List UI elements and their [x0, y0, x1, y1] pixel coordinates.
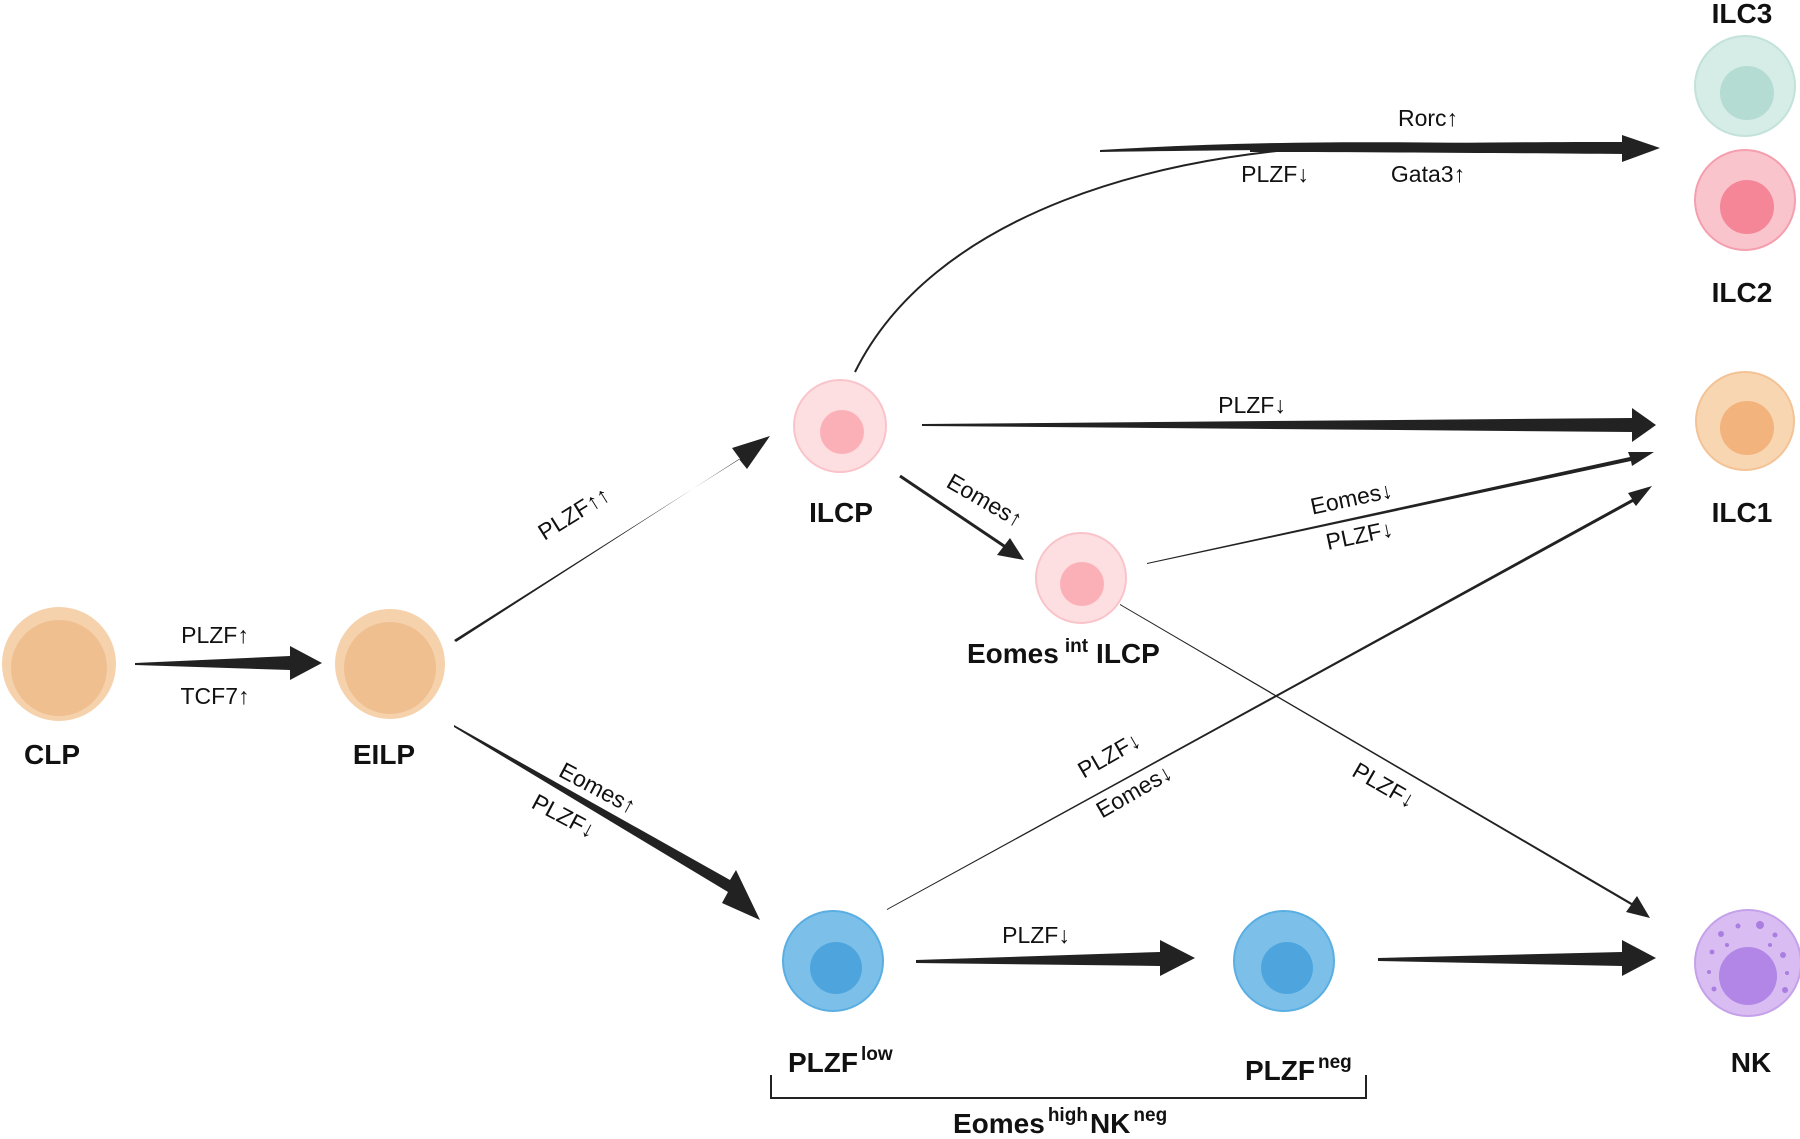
- label-eomes-int-tail: ILCP: [1096, 638, 1160, 669]
- edge-label-ilcp-ilc23-top: Rorc↑: [1398, 105, 1458, 131]
- group-label-mid: NK: [1090, 1108, 1130, 1139]
- cell-plzf-low: [782, 910, 884, 1012]
- cell-ilcp: [793, 379, 887, 473]
- cell-plzf-neg: [1233, 910, 1335, 1012]
- arrow-ilcp-ilc23: [854, 135, 1660, 373]
- label-plzf-neg-sup: neg: [1318, 1052, 1352, 1073]
- arrow-plzfneg-nk: [1378, 940, 1656, 976]
- arrow-eomesint-ilc1: [1147, 452, 1654, 564]
- arrow-clp-eilp: [135, 646, 322, 680]
- cell-eilp: [335, 609, 445, 719]
- edge-label-clp-eilp-top: PLZF↑: [181, 622, 249, 648]
- edge-label-eomesint-nk: PLZF↓: [1348, 757, 1420, 813]
- group-bracket: [770, 1075, 1367, 1099]
- cell-clp: [2, 607, 116, 721]
- label-nk: NK: [1731, 1047, 1771, 1078]
- cell-ilc1: [1695, 371, 1795, 471]
- label-ilcp: ILCP: [809, 497, 873, 528]
- edge-label-ilcp-eomesint: Eomes↑: [943, 468, 1028, 532]
- cell-ilc3: [1694, 35, 1796, 137]
- label-ilc1: ILC1: [1712, 497, 1773, 528]
- cell-eomes-int-ilcp: [1035, 532, 1127, 624]
- label-ilc2: ILC2: [1712, 277, 1773, 308]
- label-plzf-low-sup: low: [861, 1044, 893, 1065]
- label-plzf-neg-main: PLZF: [1245, 1055, 1315, 1086]
- group-label-sup1: high: [1048, 1105, 1088, 1126]
- label-eilp: EILP: [353, 739, 415, 770]
- arrow-plzflow-plzfneg: [916, 940, 1195, 976]
- edge-label-eomesint-ilc1-bottom: PLZF↓: [1324, 515, 1396, 555]
- group-label-main: Eomes: [953, 1108, 1045, 1139]
- edge-label-ilcp-ilc1: PLZF↓: [1218, 392, 1286, 418]
- arrow-ilcp-ilc1: [922, 408, 1656, 442]
- cell-nk: [1694, 909, 1800, 1017]
- label-eomes-int-ilcp: Eomes int ILCP: [967, 636, 1160, 669]
- edge-label-clp-eilp-bottom: TCF7↑: [181, 683, 250, 709]
- arrow-plzflow-ilc1: [887, 486, 1652, 910]
- label-eomes-int-sup: int: [1065, 636, 1089, 657]
- edge-label-ilcp-ilc23-left: PLZF↓: [1241, 161, 1309, 187]
- label-ilc3: ILC3: [1712, 0, 1773, 29]
- label-eomes-int-main: Eomes: [967, 638, 1059, 669]
- cell-ilc2: [1694, 149, 1796, 251]
- edge-label-ilcp-ilc23-right: Gata3↑: [1391, 161, 1465, 187]
- label-clp: CLP: [24, 739, 80, 770]
- label-plzf-low-main: PLZF: [788, 1047, 858, 1078]
- edge-label-plzflow-plzfneg: PLZF↓: [1002, 922, 1070, 948]
- group-label-sup2: neg: [1133, 1105, 1167, 1126]
- arrow-eomesint-nk: [1120, 604, 1650, 918]
- arrow-eilp-plzflow: [454, 725, 760, 920]
- edge-label-eilp-ilcp: PLZF↑↑: [533, 481, 614, 545]
- arrow-ilcp-eomesint: [899, 474, 1024, 560]
- arrow-eilp-ilcp: [454, 436, 770, 642]
